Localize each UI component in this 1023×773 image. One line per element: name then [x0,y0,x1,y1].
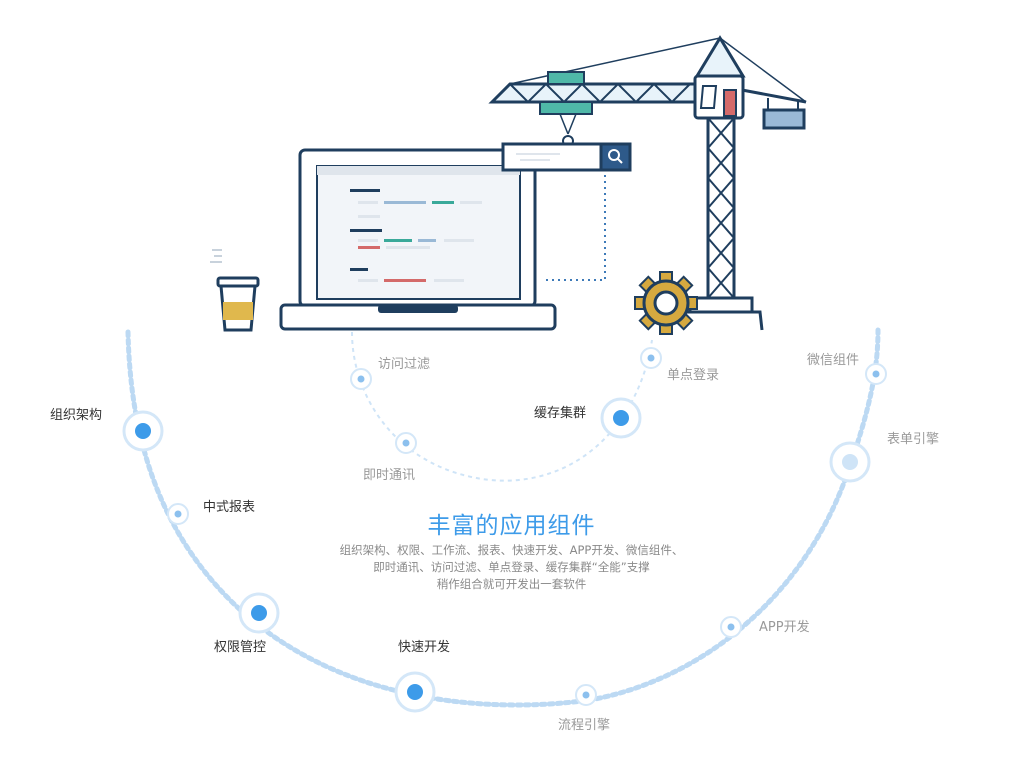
label-app: APP开发 [759,620,810,635]
section-desc-line-2: 即时通讯、访问过滤、单点登录、缓存集群“全能”支撑 [373,560,650,574]
node-report [167,503,189,525]
node-flow [575,684,597,706]
node-rapid [394,671,436,713]
label-wechat: 微信组件 [807,353,860,368]
node-cache [600,397,642,439]
node-access [350,368,372,390]
label-rapid: 快速开发 [398,640,451,655]
label-org: 组织架构 [50,408,103,423]
node-im [395,432,417,454]
label-form: 表单引擎 [887,432,940,447]
label-im: 即时通讯 [363,468,416,483]
section-desc-line-3: 稍作组合就可开发出一套软件 [436,577,587,591]
laptop-icon [279,148,557,331]
search-icon [608,149,623,164]
node-sso [640,347,662,369]
coffee-cup-icon [210,249,260,332]
node-app [720,616,742,638]
section-title: 丰富的应用组件 [427,513,596,539]
label-sso: 单点登录 [667,368,720,383]
node-form [829,441,871,483]
label-cache: 缓存集群 [534,406,587,421]
gear-icon [634,271,698,335]
crane-icon [488,35,807,331]
node-wechat [865,363,887,385]
label-access: 访问过滤 [378,357,431,372]
label-perm: 权限管控 [214,640,267,655]
label-flow: 流程引擎 [558,718,611,733]
node-org [122,410,164,452]
section-desc-line-1: 组织架构、权限、工作流、报表、快速开发、APP开发、微信组件、 [339,543,684,557]
node-perm [238,592,280,634]
search-box [501,142,632,172]
label-report: 中式报表 [203,500,256,515]
